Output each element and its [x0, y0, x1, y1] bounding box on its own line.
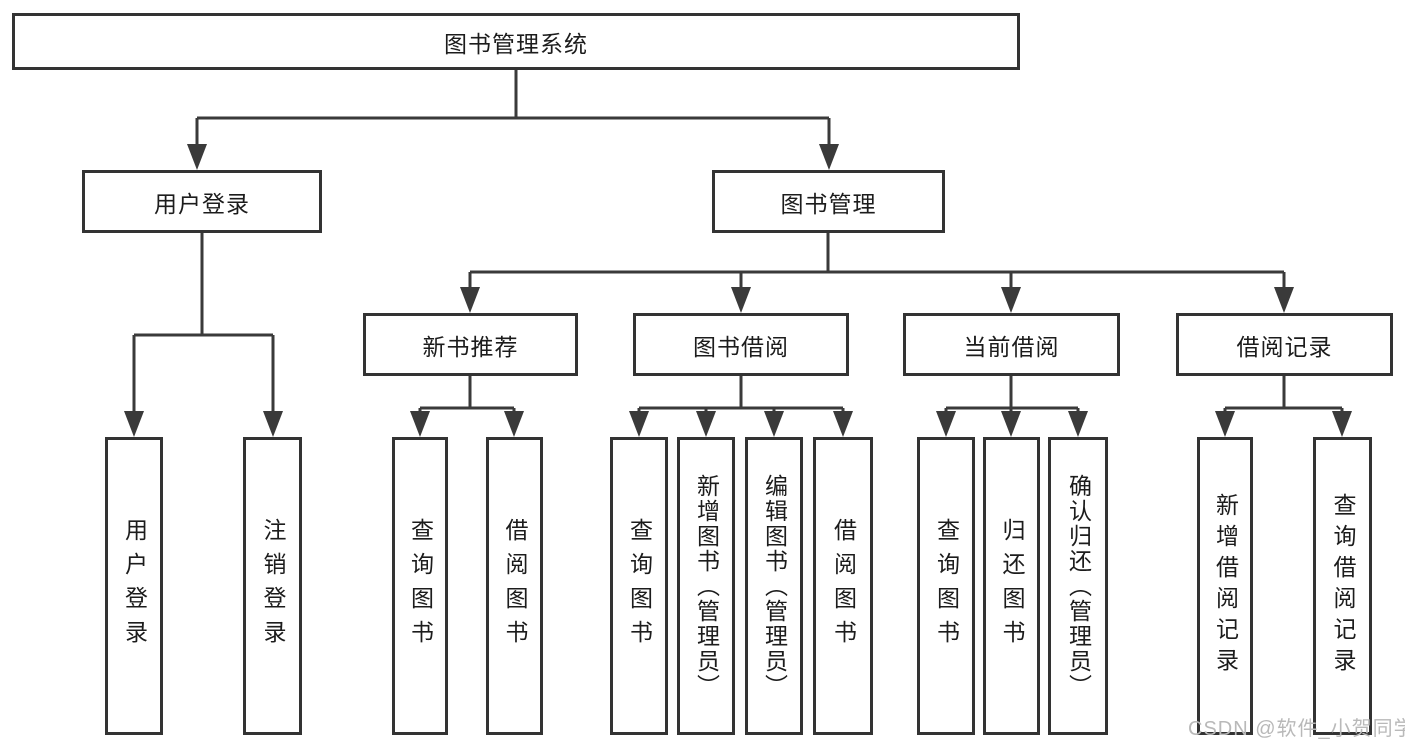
- leaf-label: 注销登录: [260, 518, 286, 654]
- leaf-label: 新增图书（管理员）: [693, 473, 720, 699]
- leaf-add-borrow-record: 新增借阅记录: [1197, 437, 1253, 735]
- node-book-management: 图书管理: [712, 170, 945, 233]
- leaf-user-login: 用户登录: [105, 437, 163, 735]
- leaf-confirm-return-admin: 确认归还（管理员）: [1048, 437, 1108, 735]
- node-current-borrow: 当前借阅: [903, 313, 1120, 376]
- leaf-label: 编辑图书（管理员）: [761, 473, 788, 699]
- leaf-edit-books-admin: 编辑图书（管理员）: [745, 437, 803, 735]
- leaf-borrow-books: 借阅图书: [813, 437, 873, 735]
- leaf-logout: 注销登录: [243, 437, 302, 735]
- node-library-management-system: 图书管理系统: [12, 13, 1020, 70]
- leaf-label: 借阅图书: [830, 518, 857, 654]
- leaf-label: 借阅图书: [502, 518, 528, 654]
- leaf-return-books: 归还图书: [983, 437, 1040, 735]
- leaf-query-books-current: 查询图书: [917, 437, 975, 735]
- node-user-login: 用户登录: [82, 170, 322, 233]
- leaf-query-books-recommend: 查询图书: [392, 437, 448, 735]
- leaf-add-books-admin: 新增图书（管理员）: [677, 437, 735, 735]
- leaf-label: 确认归还（管理员）: [1065, 473, 1092, 699]
- leaf-label: 查询图书: [626, 518, 653, 654]
- leaf-label: 查询图书: [407, 518, 434, 654]
- node-new-book-recommend: 新书推荐: [363, 313, 578, 376]
- leaf-label: 查询借阅记录: [1330, 493, 1356, 679]
- leaf-query-books-borrow: 查询图书: [610, 437, 668, 735]
- node-book-borrow: 图书借阅: [633, 313, 849, 376]
- leaf-borrow-books-recommend: 借阅图书: [486, 437, 543, 735]
- leaf-label: 查询图书: [933, 518, 960, 654]
- leaf-label: 新增借阅记录: [1212, 493, 1239, 679]
- leaf-query-borrow-record: 查询借阅记录: [1313, 437, 1372, 735]
- leaf-label: 归还图书: [999, 518, 1025, 654]
- leaf-label: 用户登录: [121, 518, 148, 654]
- node-borrow-records: 借阅记录: [1176, 313, 1393, 376]
